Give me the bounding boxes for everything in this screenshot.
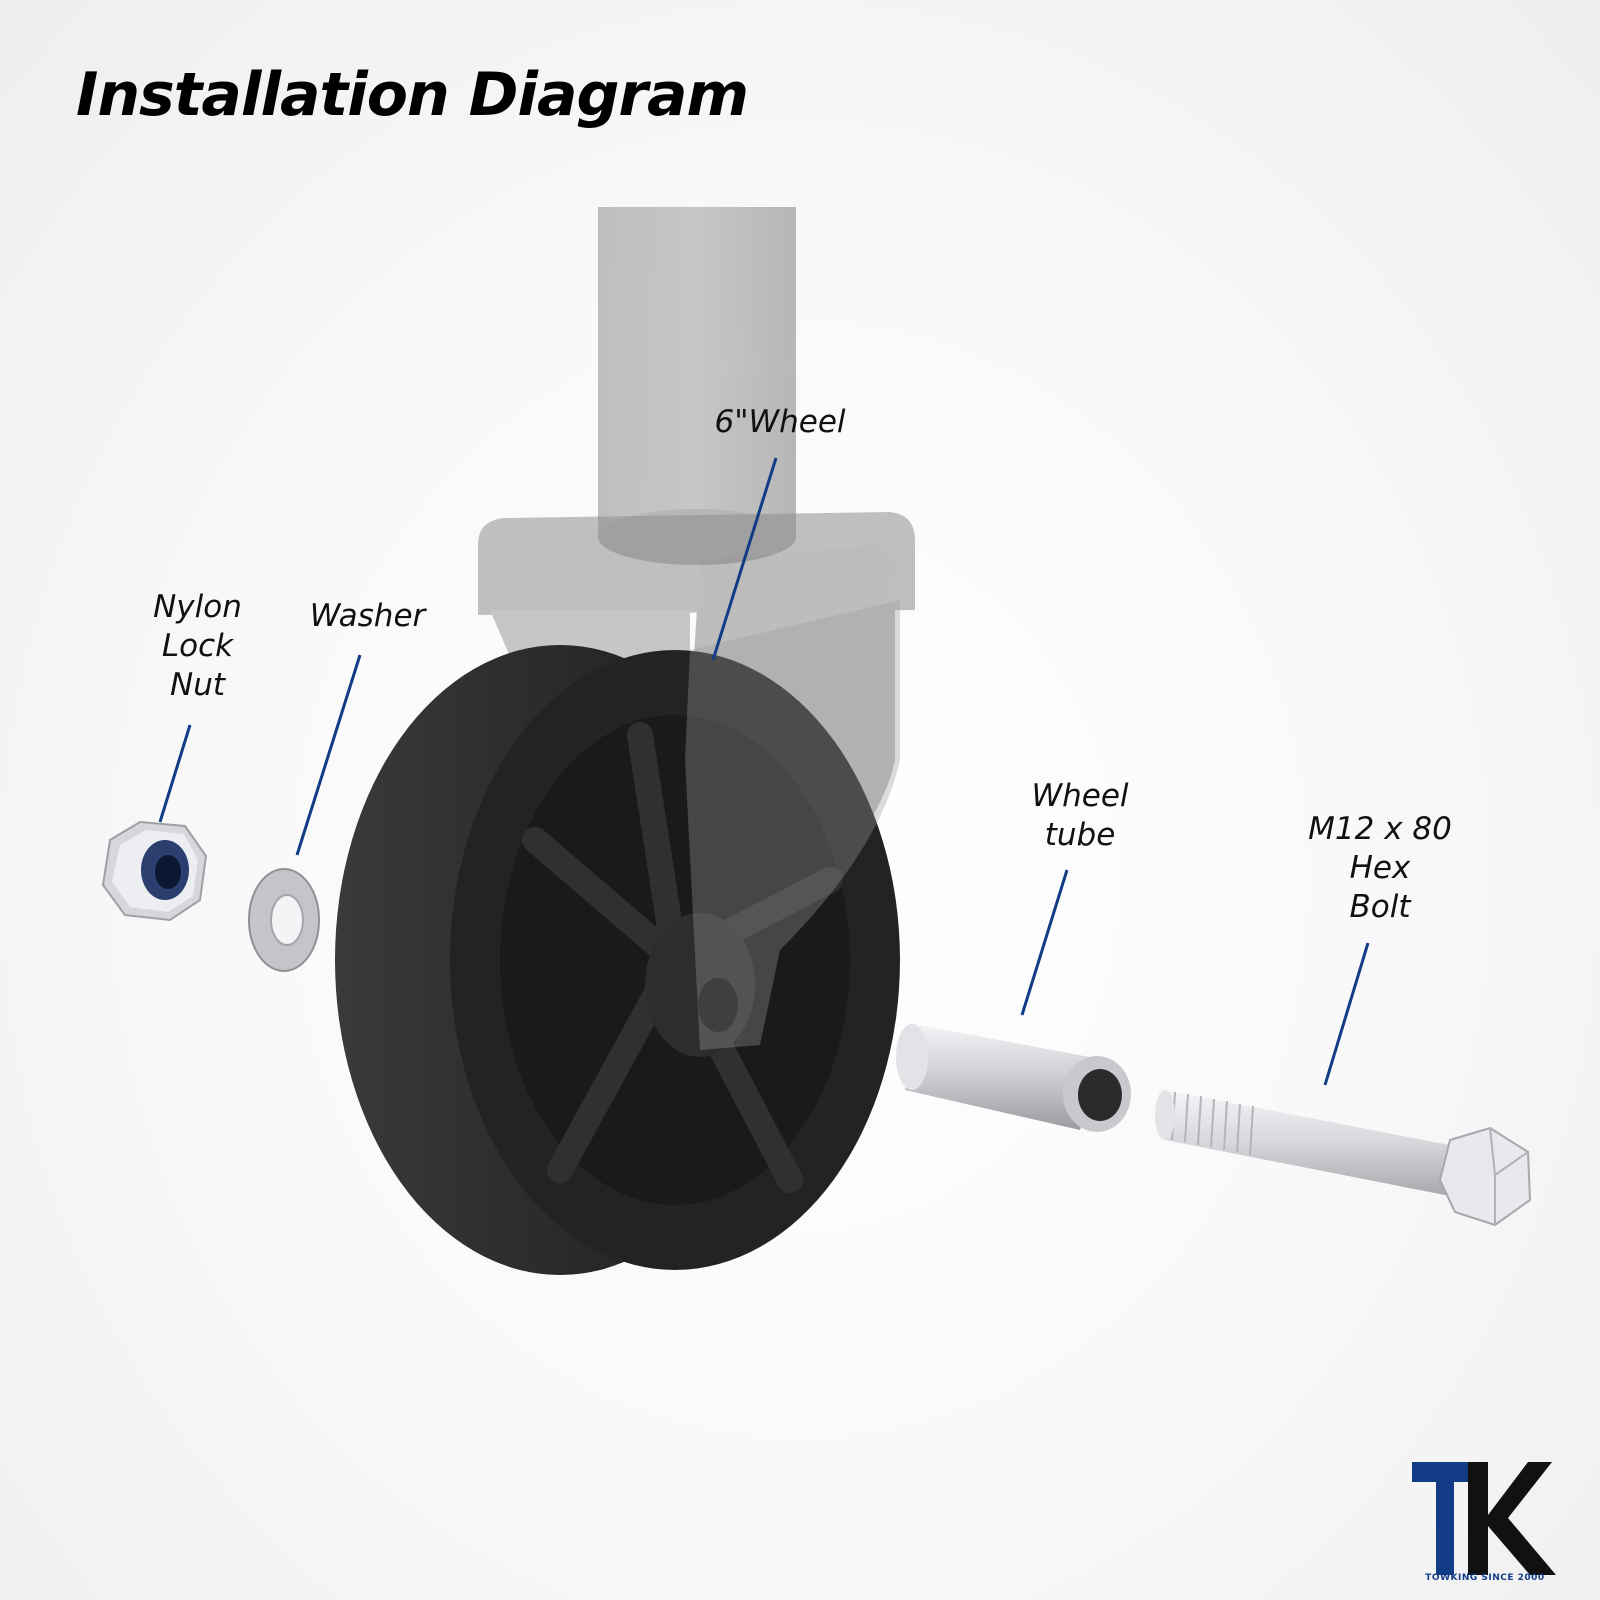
callout-nylon-lock-nut: Nylon Lock Nut	[130, 588, 265, 705]
washer	[248, 868, 320, 972]
towking-logo	[1412, 1462, 1556, 1575]
hex-bolt	[1155, 1090, 1532, 1227]
callout-wheel-line: 6"Wheel	[714, 404, 846, 440]
logo-tagline: TOWKING SINCE 2000	[1425, 1573, 1545, 1583]
callout-nut-line: Nylon	[153, 589, 242, 625]
leader-line-wheel	[711, 457, 778, 661]
callout-tube-line: Wheel	[1031, 778, 1129, 814]
page-title: Installation Diagram	[76, 60, 749, 130]
callout-bolt-line: M12 x 80	[1308, 811, 1452, 847]
wheel-tube-part	[896, 1024, 1131, 1132]
callout-bolt-line: Bolt	[1349, 889, 1411, 925]
callout-wheel-tube: Wheel tube	[1015, 777, 1145, 855]
wheel	[335, 645, 900, 1275]
callout-nut-line: Nut	[170, 667, 225, 703]
leader-line-nut	[158, 724, 192, 823]
bracket-arm	[685, 600, 900, 1050]
callout-hex-bolt: M12 x 80 Hex Bolt	[1300, 810, 1460, 927]
leader-line-washer	[295, 654, 362, 856]
callout-wheel: 6"Wheel	[700, 403, 860, 442]
jack-tube	[598, 207, 796, 565]
leader-line-bolt	[1323, 942, 1370, 1086]
callout-washer-line: Washer	[309, 598, 426, 634]
callout-tube-line: tube	[1044, 817, 1116, 853]
callout-washer: Washer	[295, 597, 440, 636]
callout-bolt-line: Hex	[1349, 850, 1411, 886]
callout-nut-line: Lock	[161, 628, 234, 664]
leader-line-tube	[1020, 869, 1069, 1016]
nylon-lock-nut	[101, 820, 208, 922]
